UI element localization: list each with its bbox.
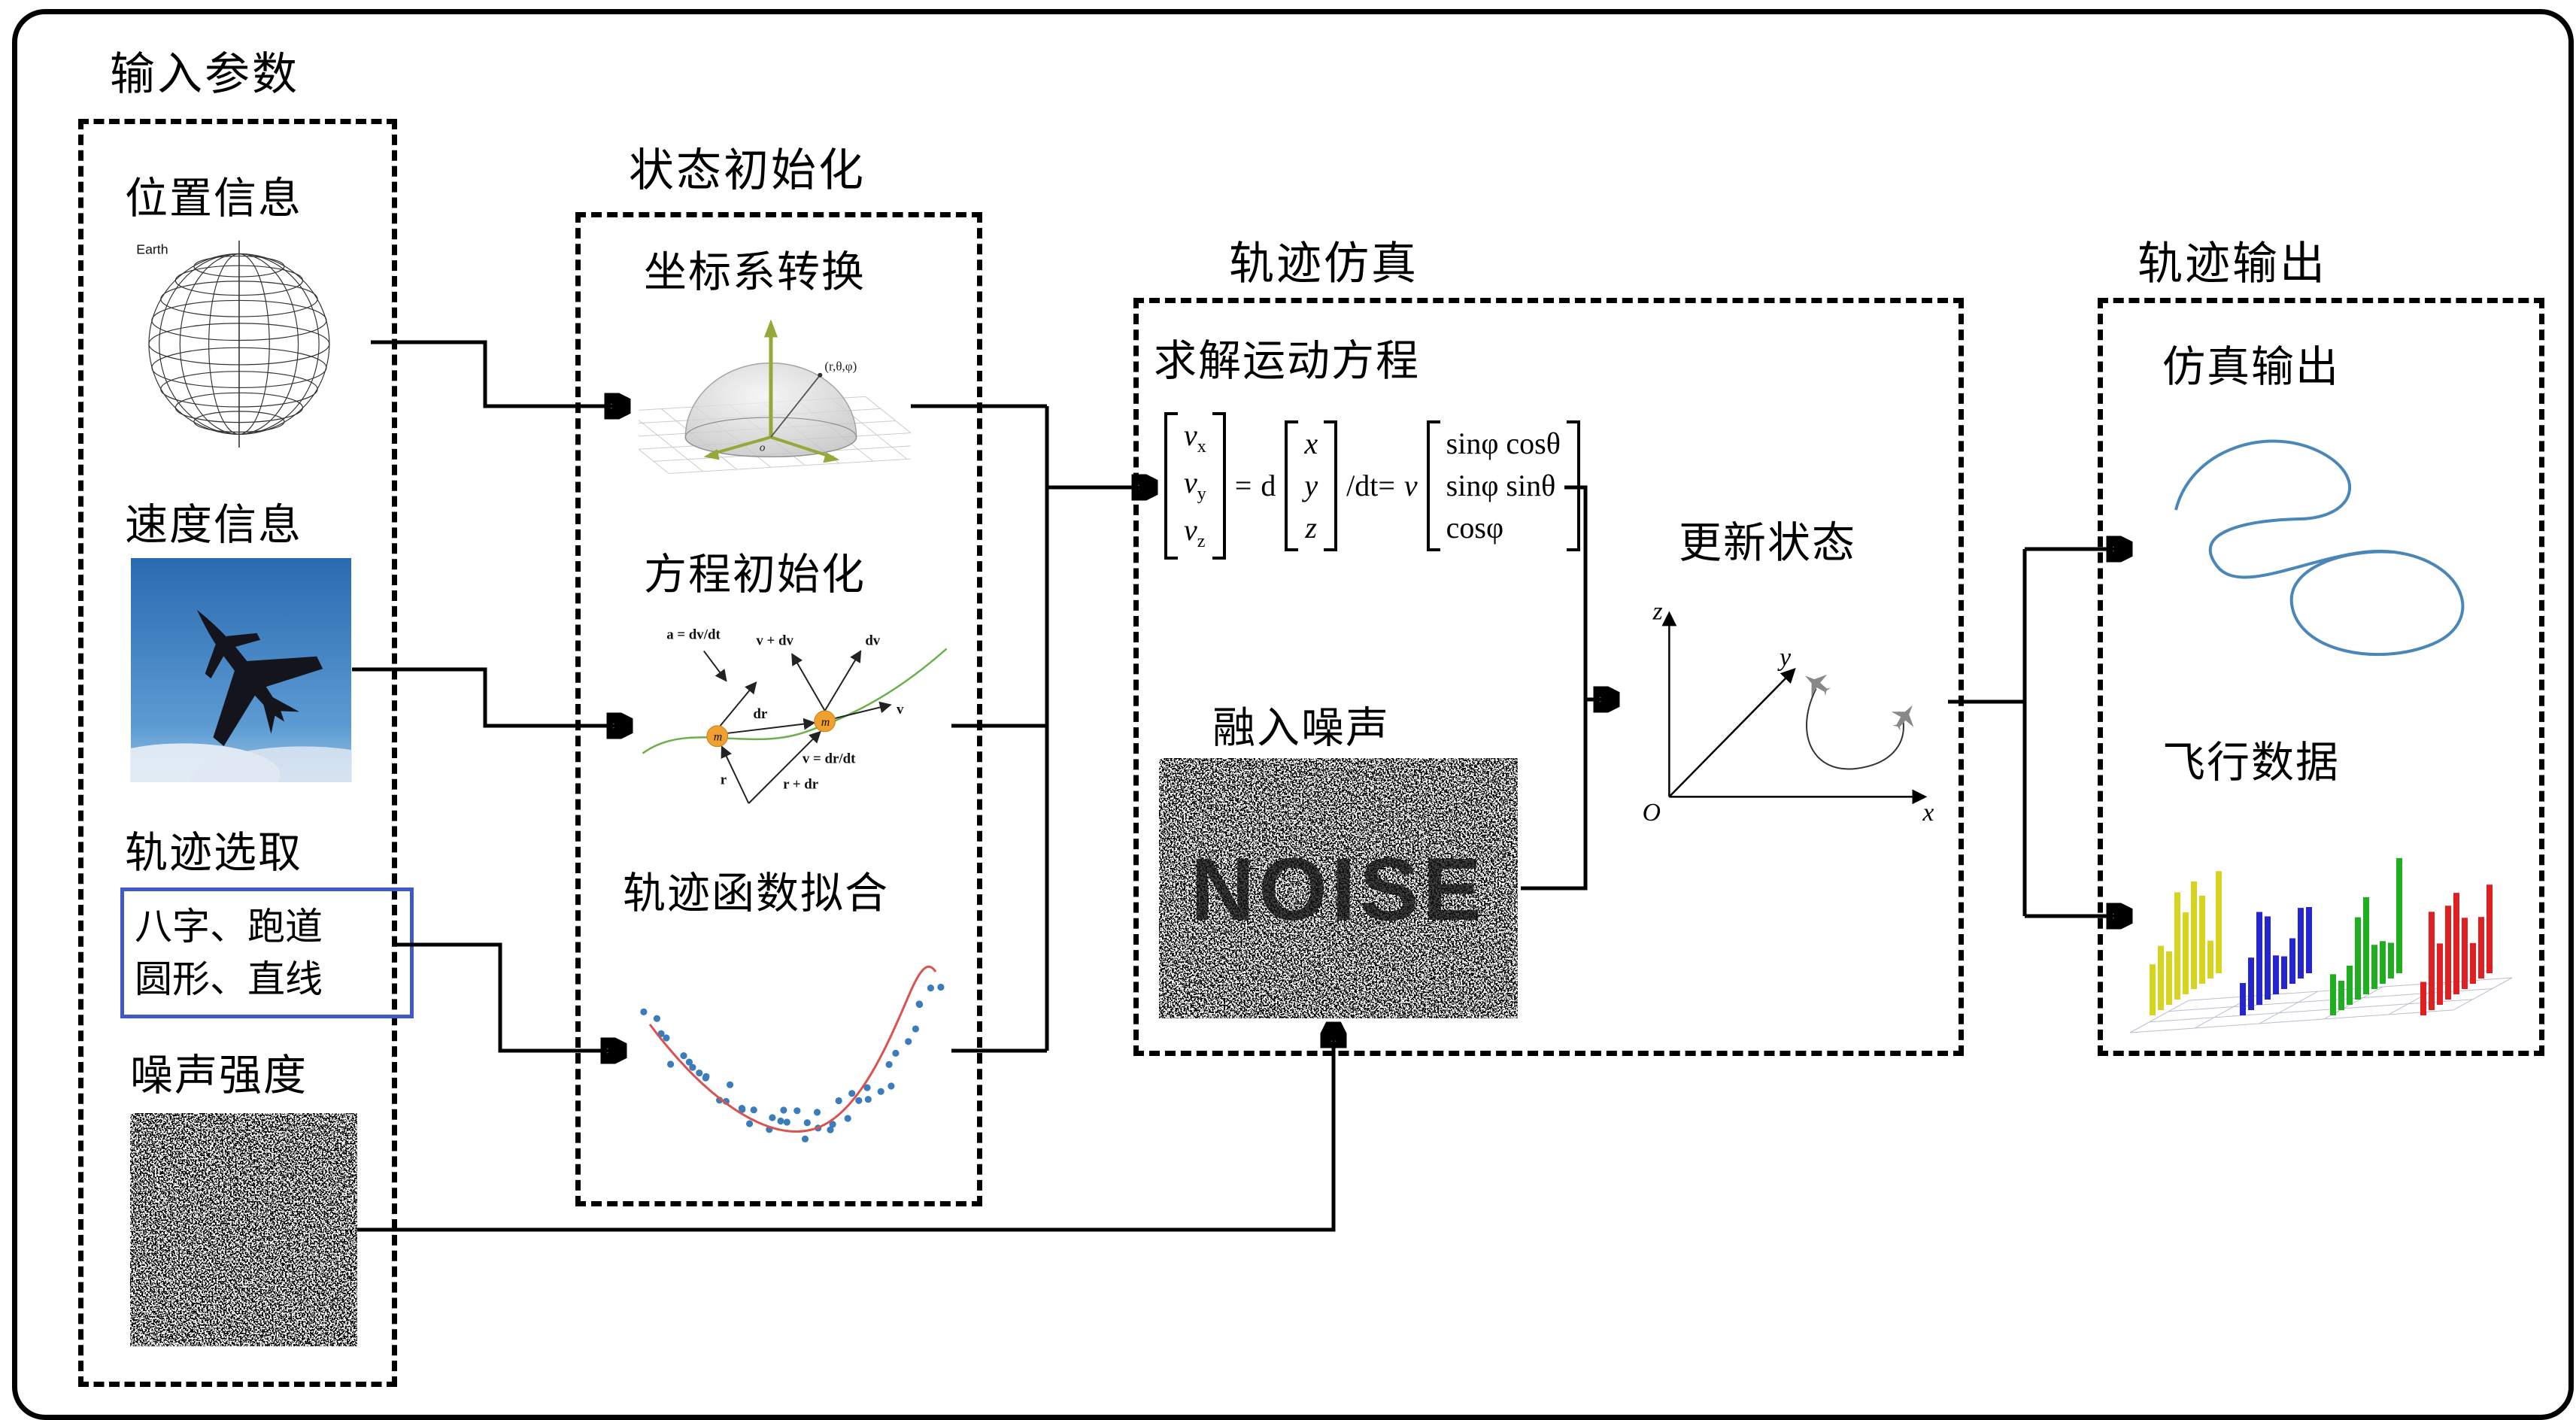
trajectory-option-line-2: 圆形、直线 bbox=[135, 958, 323, 1000]
velocity-matrix: vx vy vz bbox=[1164, 412, 1226, 560]
speed-v: v bbox=[1403, 469, 1418, 503]
flight-data-chart-image bbox=[2107, 796, 2523, 1036]
dr-label: dr bbox=[753, 706, 767, 722]
spherical-coords-annotation: (r,θ,φ) bbox=[824, 360, 857, 374]
position-info-label: 位置信息 bbox=[125, 174, 302, 223]
origin-label: O bbox=[1643, 799, 1661, 827]
output-panel-title: 轨迹输出 bbox=[2138, 238, 2327, 289]
axis-arrows bbox=[703, 319, 840, 463]
mass-2-label: m bbox=[821, 716, 830, 729]
acceleration-label: a = dv/dt bbox=[666, 627, 721, 643]
update-state-label: 更新状态 bbox=[1679, 519, 1856, 567]
velocity-info-label: 速度信息 bbox=[125, 501, 302, 549]
flight-data-bars bbox=[2150, 857, 2493, 1015]
equals-sign: = bbox=[1234, 469, 1252, 503]
sim-panel-box bbox=[1133, 298, 1964, 1056]
earth-caption: Earth bbox=[136, 241, 168, 256]
flight-data-label: 飞行数据 bbox=[2162, 739, 2340, 787]
y-axis-label: y bbox=[1777, 644, 1791, 672]
trajectory-options-box: 八字、跑道 圆形、直线 bbox=[120, 888, 414, 1018]
direction-matrix: sinφ cosθ sinφ sinθ cosφ bbox=[1426, 420, 1580, 551]
input-panel-title: 输入参数 bbox=[110, 49, 299, 99]
figure-eight-trajectory-image bbox=[2138, 405, 2500, 668]
trajectory-select-label: 轨迹选取 bbox=[125, 829, 302, 877]
noise-word-image: NOISE bbox=[1159, 758, 1518, 1018]
sim-panel-title: 轨迹仿真 bbox=[1229, 238, 1418, 289]
sphere-coordinates-image: (r,θ,φ) o bbox=[639, 299, 911, 515]
kinematics-arrows bbox=[703, 650, 892, 804]
sim-output-label: 仿真输出 bbox=[2162, 343, 2340, 391]
chart-floor-grid bbox=[2130, 978, 2512, 1033]
state-trajectory-curve bbox=[1806, 688, 1904, 770]
differential-d: d bbox=[1261, 469, 1276, 503]
noise-texture-image bbox=[130, 1113, 357, 1346]
output-panel-box bbox=[2098, 298, 2544, 1056]
state-axes-image: z y x O bbox=[1625, 573, 1948, 830]
mass-point-1 bbox=[706, 725, 729, 748]
init-panel-title: 状态初始化 bbox=[629, 145, 866, 196]
mass-point-2 bbox=[814, 710, 836, 733]
trajectory-curve bbox=[642, 648, 948, 754]
jet-silhouette bbox=[196, 609, 323, 747]
solve-motion-label: 求解运动方程 bbox=[1154, 337, 1420, 385]
over-dt: /dt= bbox=[1346, 469, 1395, 503]
input-panel-box bbox=[78, 119, 397, 1387]
v-plus-dv-label: v + dv bbox=[756, 633, 793, 649]
x-axis-label: x bbox=[1922, 799, 1934, 827]
curve-fitting-label: 轨迹函数拟合 bbox=[623, 869, 889, 918]
r-plus-dr-label: r + dr bbox=[783, 776, 818, 792]
outer-border bbox=[12, 9, 2574, 1420]
earth-globe-image: Earth bbox=[100, 232, 371, 450]
dv-label: dv bbox=[865, 633, 880, 649]
v-label: v bbox=[897, 702, 904, 718]
noise-intensity-label: 噪声强度 bbox=[130, 1051, 308, 1100]
motion-equation: vx vy vz = d x y z /dt= v sinφ cosθ sinφ… bbox=[1164, 412, 1580, 560]
equation-init-label: 方程初始化 bbox=[644, 551, 866, 599]
noise-word: NOISE bbox=[1191, 840, 1485, 939]
aircraft-icons bbox=[1804, 674, 1914, 731]
scatter-fit-image bbox=[630, 927, 951, 1175]
noise-merge-label: 融入噪声 bbox=[1212, 704, 1390, 752]
figure-eight-curve bbox=[2174, 439, 2465, 657]
position-matrix: x y z bbox=[1285, 420, 1338, 551]
r-label: r bbox=[721, 772, 727, 787]
z-axis-label: z bbox=[1652, 597, 1663, 625]
trajectory-option-line-1: 八字、跑道 bbox=[135, 906, 323, 948]
coordinate-axes bbox=[1661, 611, 1928, 805]
mass-1-label: m bbox=[714, 731, 722, 744]
origin-label: o bbox=[760, 441, 766, 454]
coord-transform-label: 坐标系转换 bbox=[644, 248, 866, 296]
fighter-jet-image bbox=[130, 558, 352, 782]
kinematics-vectors-image: m m a = dv/dt v + dv dv v dr r r + dr v … bbox=[636, 608, 951, 817]
v-eq-label: v = dr/dt bbox=[803, 751, 856, 767]
